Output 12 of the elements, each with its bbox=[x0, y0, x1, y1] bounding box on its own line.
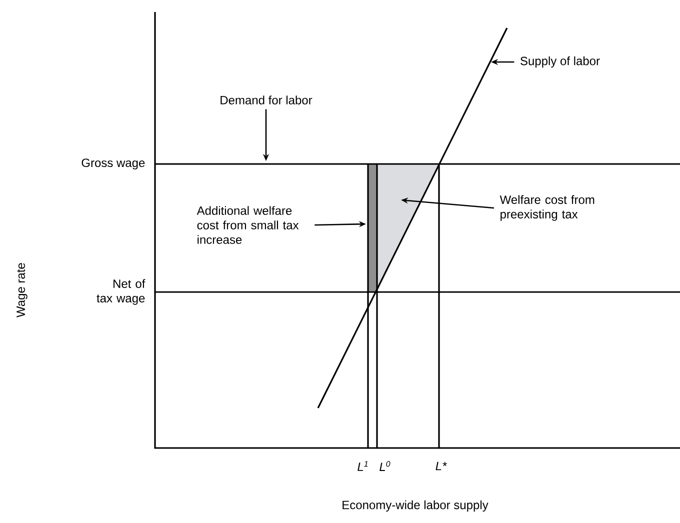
axis-label: Net of tax wage bbox=[96, 279, 146, 305]
tick-label: L* bbox=[436, 462, 447, 470]
axis-label: Gross wage bbox=[82, 158, 145, 170]
annotation-text: Welfare cost from preexisting tax bbox=[500, 195, 594, 221]
annotation-text: Supply of labor bbox=[520, 56, 600, 68]
tick-label: L$^{1}$ bbox=[358, 461, 368, 471]
axis-title: Economy-wide labor supply bbox=[342, 500, 488, 512]
tick-label: L$^{0}$ bbox=[380, 461, 390, 471]
welfare-triangle bbox=[377, 164, 439, 292]
axis-title: Wage rate bbox=[16, 263, 28, 318]
annotation-text: Additional welfare cost from small tax increase bbox=[196, 206, 299, 244]
annotation-text: Demand for labor bbox=[220, 96, 312, 104]
